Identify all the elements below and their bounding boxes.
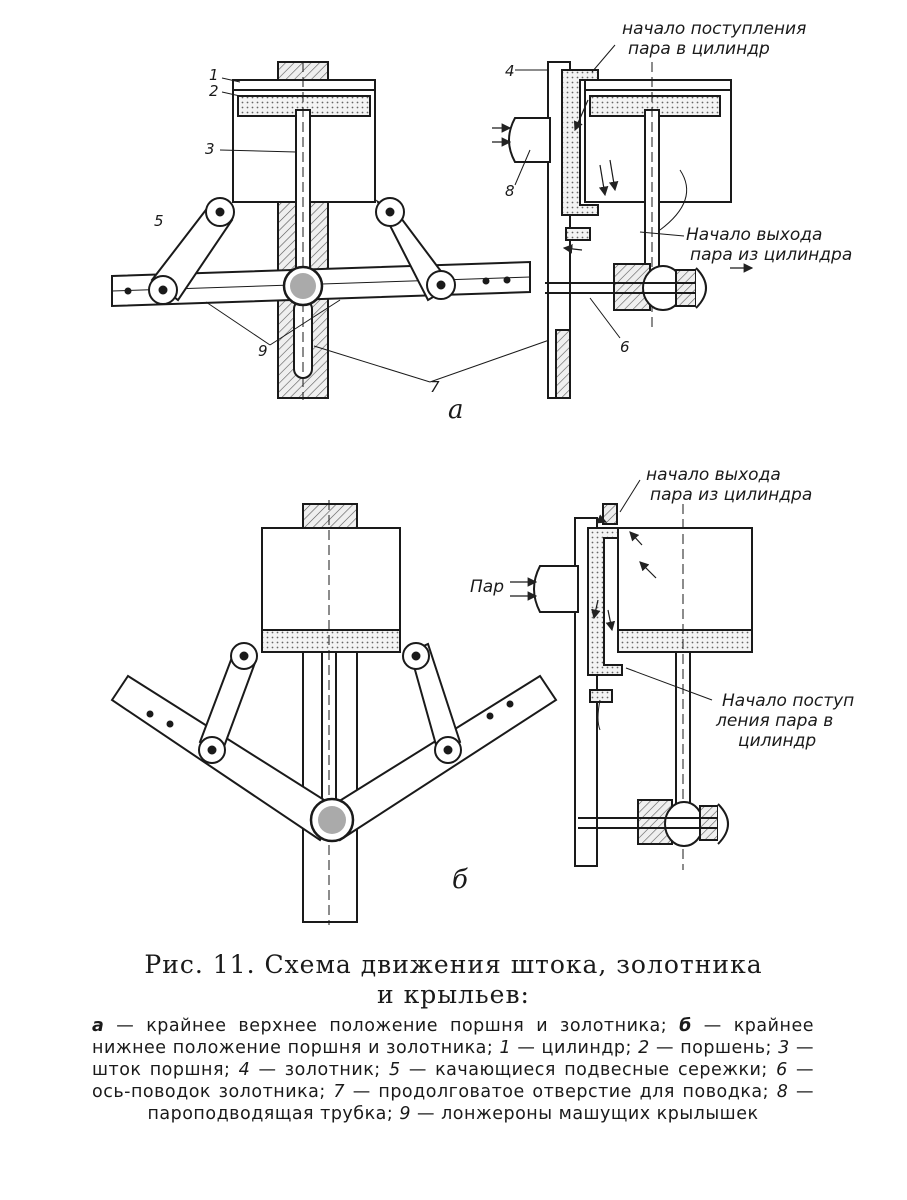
- legend-key: 3: [778, 1038, 790, 1058]
- caption-title-line-1: Рис. 11. Схема движения штока, золотника: [144, 950, 763, 979]
- label-3: 3: [205, 140, 215, 158]
- label-1: 1: [209, 66, 219, 84]
- label-a-steam-out-2: пара из цилиндра: [690, 245, 852, 265]
- legend-key: 2: [638, 1038, 650, 1058]
- legend-text: — золотник;: [250, 1060, 389, 1080]
- label-b-steam-out-2: пара из цилиндра: [650, 485, 812, 505]
- label-b-steam-in-3: цилиндр: [738, 731, 816, 751]
- label-b-steam-out-1: начало выхода: [646, 465, 781, 485]
- steam-pipe: [508, 117, 551, 163]
- legend-text: — крайнее верхнее положение поршня и зол…: [104, 1016, 680, 1036]
- legend-key: 6: [776, 1060, 788, 1080]
- cylinder-cap: [232, 79, 376, 91]
- legend-text: — пароподводящая трубка;: [147, 1082, 814, 1124]
- figure-legend: а — крайнее верхнее положение поршня и з…: [92, 1015, 814, 1125]
- legend-key: 1: [499, 1038, 512, 1058]
- panel-letter-b: б: [452, 865, 468, 895]
- label-b-steam: Пар: [470, 577, 504, 597]
- label-4: 4: [505, 62, 515, 80]
- panel-letter-a: а: [448, 395, 464, 425]
- label-b-steam-in-1: Начало поступ: [722, 691, 854, 711]
- legend-key: 4: [238, 1060, 251, 1080]
- label-9: 9: [258, 342, 268, 360]
- legend-key: 7: [333, 1082, 346, 1102]
- label-b-steam-in-2: ления пара в: [715, 711, 833, 731]
- label-6: 6: [620, 338, 630, 356]
- figure-diagram: 1 2 3 4 5 6 7 8 9 начало поступления пар…: [110, 19, 854, 925]
- panel-a-valve: [492, 44, 754, 399]
- label-7: 7: [430, 378, 440, 396]
- panel-a-mechanism: [111, 61, 556, 400]
- label-a-steam-in-1: начало поступления: [622, 19, 806, 39]
- labels: 1 2 3 4 5 6 7 8 9 начало поступления пар…: [154, 19, 854, 895]
- panel-b-valve: [510, 479, 753, 870]
- legend-key: а: [92, 1016, 105, 1036]
- legend-text: — качающиеся подвесные сережки;: [400, 1060, 777, 1080]
- label-a-steam-out-1: Начало выхода: [686, 225, 822, 245]
- legend-text: — лонжероны машущих крылышек: [410, 1104, 759, 1124]
- legend-text: — крайнее нижнее положение поршня и золо…: [92, 1016, 814, 1058]
- label-2: 2: [209, 82, 219, 100]
- figure-caption-title: Рис. 11. Схема движения штока, золотника…: [60, 950, 847, 1010]
- legend-key: 5: [388, 1060, 401, 1080]
- legend-key: 9: [399, 1104, 411, 1124]
- panel-b-mechanism: [110, 500, 558, 925]
- legend-key: 8: [776, 1082, 789, 1102]
- legend-text: — ось-поводок золотника;: [92, 1060, 814, 1102]
- legend-text: — продолговатое отверстие для поводка;: [345, 1082, 777, 1102]
- label-5: 5: [154, 212, 164, 230]
- label-8: 8: [505, 182, 515, 200]
- legend-text: — цилиндр;: [511, 1038, 639, 1058]
- legend-key: б: [679, 1016, 692, 1036]
- legend-text: — шток поршня;: [92, 1038, 814, 1080]
- label-a-steam-in-2: пара в цилиндр: [628, 39, 770, 59]
- legend-text: — поршень;: [649, 1038, 779, 1058]
- cylinder-b: [261, 527, 401, 631]
- caption-title-line-2: и крыльев:: [377, 980, 530, 1009]
